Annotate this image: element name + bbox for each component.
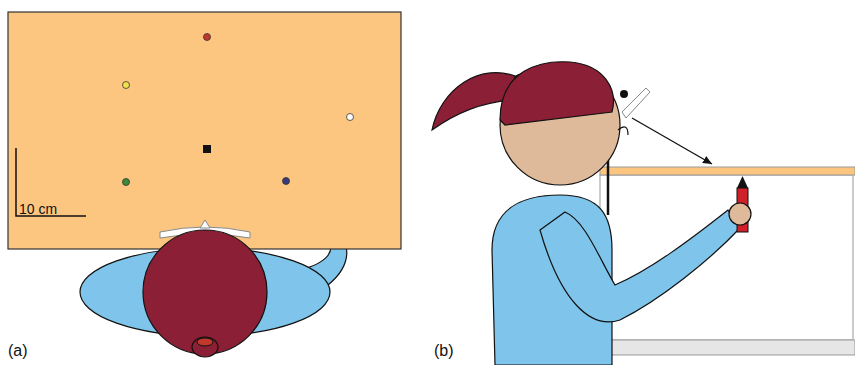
top-view bbox=[8, 12, 401, 357]
panel-label: (a) bbox=[8, 343, 28, 359]
panel-label: (b) bbox=[434, 343, 454, 359]
scale-label: 10 cm bbox=[19, 202, 57, 216]
side-view bbox=[432, 62, 855, 365]
